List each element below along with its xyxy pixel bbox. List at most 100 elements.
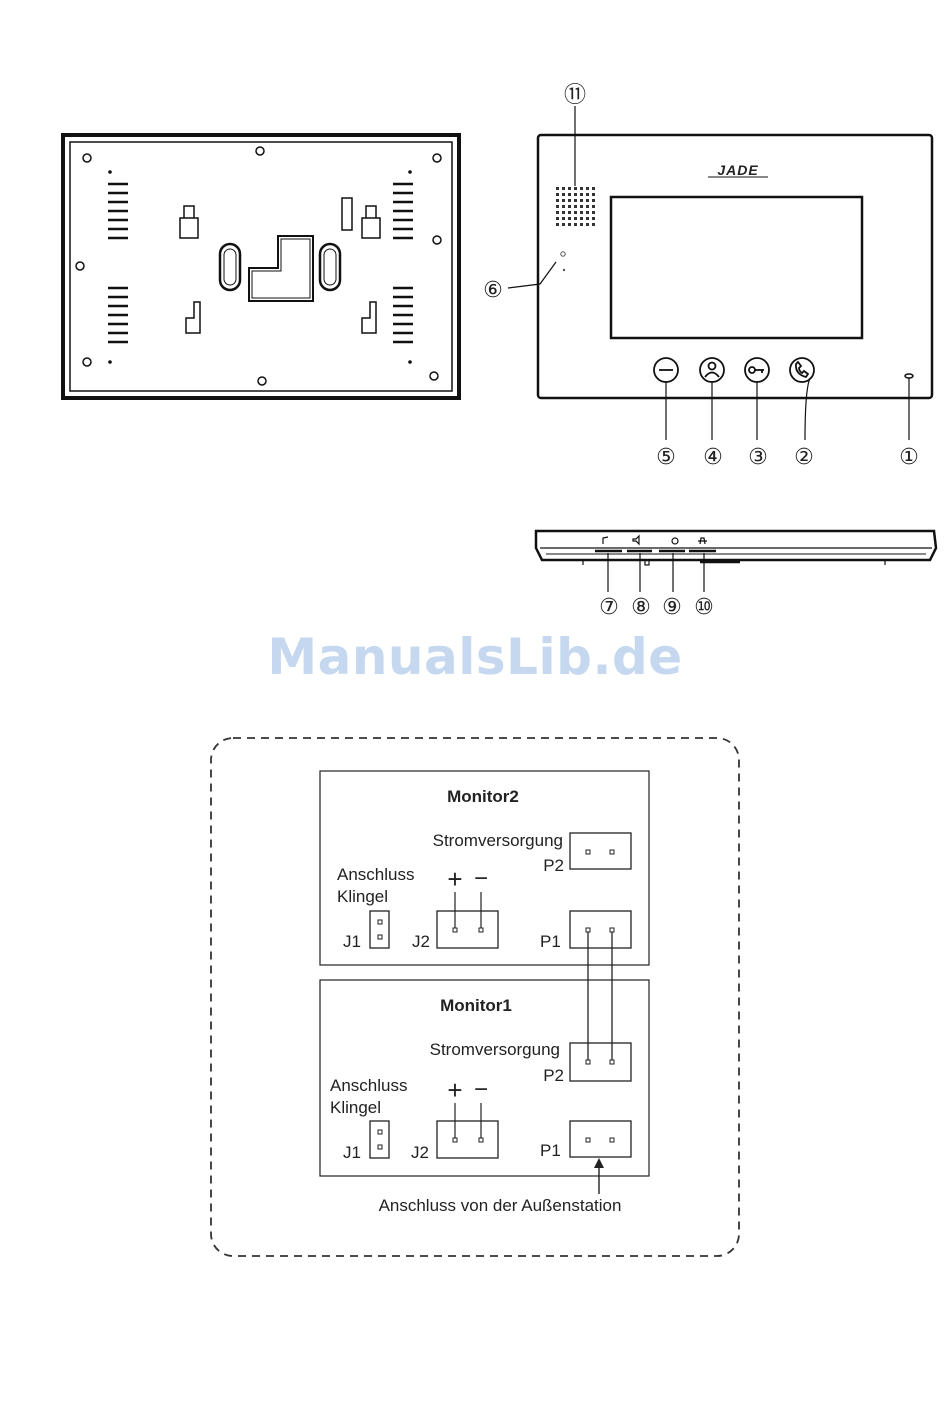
- monitor2-j2-label: J2: [412, 932, 430, 951]
- monitor2-minus: −: [474, 865, 488, 892]
- grille-hole: [586, 193, 589, 196]
- monitor2-j1-connector: [370, 911, 389, 948]
- monitor1-title: Monitor1: [440, 996, 512, 1015]
- grille-hole: [556, 199, 559, 202]
- grille-hole: [592, 199, 595, 202]
- callout-1: ①: [899, 445, 919, 470]
- grille-hole: [556, 217, 559, 220]
- grille-hole: [562, 223, 565, 226]
- monitor-back-view: [63, 135, 459, 398]
- callout-4: ④: [703, 445, 723, 470]
- speaker-grille: [556, 187, 595, 226]
- monitor-front-view: JADE: [508, 106, 932, 440]
- grille-hole: [586, 223, 589, 226]
- monitor1-power-label: Stromversorgung: [430, 1040, 560, 1059]
- grille-hole: [580, 187, 583, 190]
- watermark: ManualsLib.de: [0, 628, 950, 686]
- status-led: [905, 374, 913, 378]
- grille-hole: [580, 217, 583, 220]
- monitor1-plus: +: [447, 1075, 462, 1105]
- callout-7: ⑦: [599, 595, 619, 620]
- grille-hole: [562, 193, 565, 196]
- monitor1-p2-connector: [570, 1043, 631, 1081]
- vent-slots-right-top: [393, 184, 413, 238]
- monitor2-board: Monitor2 Stromversorgung P2 Anschluss Kl…: [320, 771, 649, 965]
- monitor2-bell-label-2: Klingel: [337, 887, 388, 906]
- grille-hole: [556, 223, 559, 226]
- callout-5: ⑤: [656, 445, 676, 470]
- monitor2-p2-connector: [570, 833, 631, 869]
- grille-hole: [568, 211, 571, 214]
- grille-hole: [586, 187, 589, 190]
- grille-hole: [574, 223, 577, 226]
- vent-slots-left-bottom: [108, 288, 128, 342]
- screw-holes: [76, 147, 441, 385]
- button-monitor-4: [700, 358, 724, 382]
- monitor2-plus: +: [447, 864, 462, 894]
- monitor1-p1-label: P1: [540, 1141, 561, 1160]
- grille-hole: [574, 205, 577, 208]
- monitor1-p1-connector: [570, 1121, 631, 1157]
- monitor2-p2-label: P2: [543, 856, 564, 875]
- vent-slots-left-top: [108, 184, 128, 238]
- grille-hole: [580, 193, 583, 196]
- grille-hole: [574, 193, 577, 196]
- grille-hole: [562, 205, 565, 208]
- grille-hole: [562, 199, 565, 202]
- grille-hole: [562, 187, 565, 190]
- grille-hole: [580, 211, 583, 214]
- grille-hole: [568, 223, 571, 226]
- grille-hole: [562, 211, 565, 214]
- grille-hole: [586, 211, 589, 214]
- monitor2-j1-label: J1: [343, 932, 361, 951]
- callout-10: ⑩: [694, 595, 714, 620]
- grille-hole: [556, 205, 559, 208]
- grille-hole: [586, 205, 589, 208]
- grille-hole: [574, 217, 577, 220]
- monitor1-board: Monitor1 Stromversorgung P2 Anschluss Kl…: [320, 980, 649, 1176]
- grille-hole: [586, 199, 589, 202]
- monitor1-j1-label: J1: [343, 1143, 361, 1162]
- grille-hole: [592, 217, 595, 220]
- grille-hole: [568, 205, 571, 208]
- callout-2: ②: [794, 445, 814, 470]
- grille-hole: [568, 217, 571, 220]
- grille-hole: [592, 187, 595, 190]
- callout-6: ⑥: [483, 278, 503, 303]
- grille-hole: [568, 187, 571, 190]
- grille-hole: [592, 193, 595, 196]
- grille-hole: [580, 199, 583, 202]
- screen: [611, 197, 862, 338]
- monitor2-power-label: Stromversorgung: [433, 831, 563, 850]
- callout-3: ③: [748, 445, 768, 470]
- monitor1-j1-connector: [370, 1121, 389, 1158]
- grille-hole: [568, 193, 571, 196]
- monitor1-minus: −: [474, 1076, 488, 1103]
- monitor2-title: Monitor2: [447, 787, 519, 806]
- callout-8: ⑧: [631, 595, 651, 620]
- monitor1-bell-label-1: Anschluss: [330, 1076, 407, 1095]
- monitor1-p2-label: P2: [543, 1066, 564, 1085]
- grille-hole: [592, 205, 595, 208]
- callout-11: ⑪: [564, 83, 586, 108]
- grille-hole: [556, 211, 559, 214]
- grille-hole: [556, 187, 559, 190]
- grille-hole: [586, 217, 589, 220]
- interconnect-wires: [588, 932, 612, 1060]
- monitor2-p1-connector: [570, 911, 631, 948]
- grille-hole: [580, 223, 583, 226]
- vent-slots-right-bottom: [393, 288, 413, 342]
- grille-hole: [556, 193, 559, 196]
- monitor2-j2-connector: [437, 911, 498, 948]
- grille-hole: [580, 205, 583, 208]
- monitor2-p1-label: P1: [540, 932, 561, 951]
- grille-hole: [574, 211, 577, 214]
- monitor2-bell-label-1: Anschluss: [337, 865, 414, 884]
- grille-hole: [592, 211, 595, 214]
- mounting-clips: [180, 198, 380, 333]
- outdoor-station-label: Anschluss von der Außenstation: [379, 1196, 622, 1215]
- grille-hole: [568, 199, 571, 202]
- grille-hole: [562, 217, 565, 220]
- monitor1-j2-connector: [437, 1121, 498, 1158]
